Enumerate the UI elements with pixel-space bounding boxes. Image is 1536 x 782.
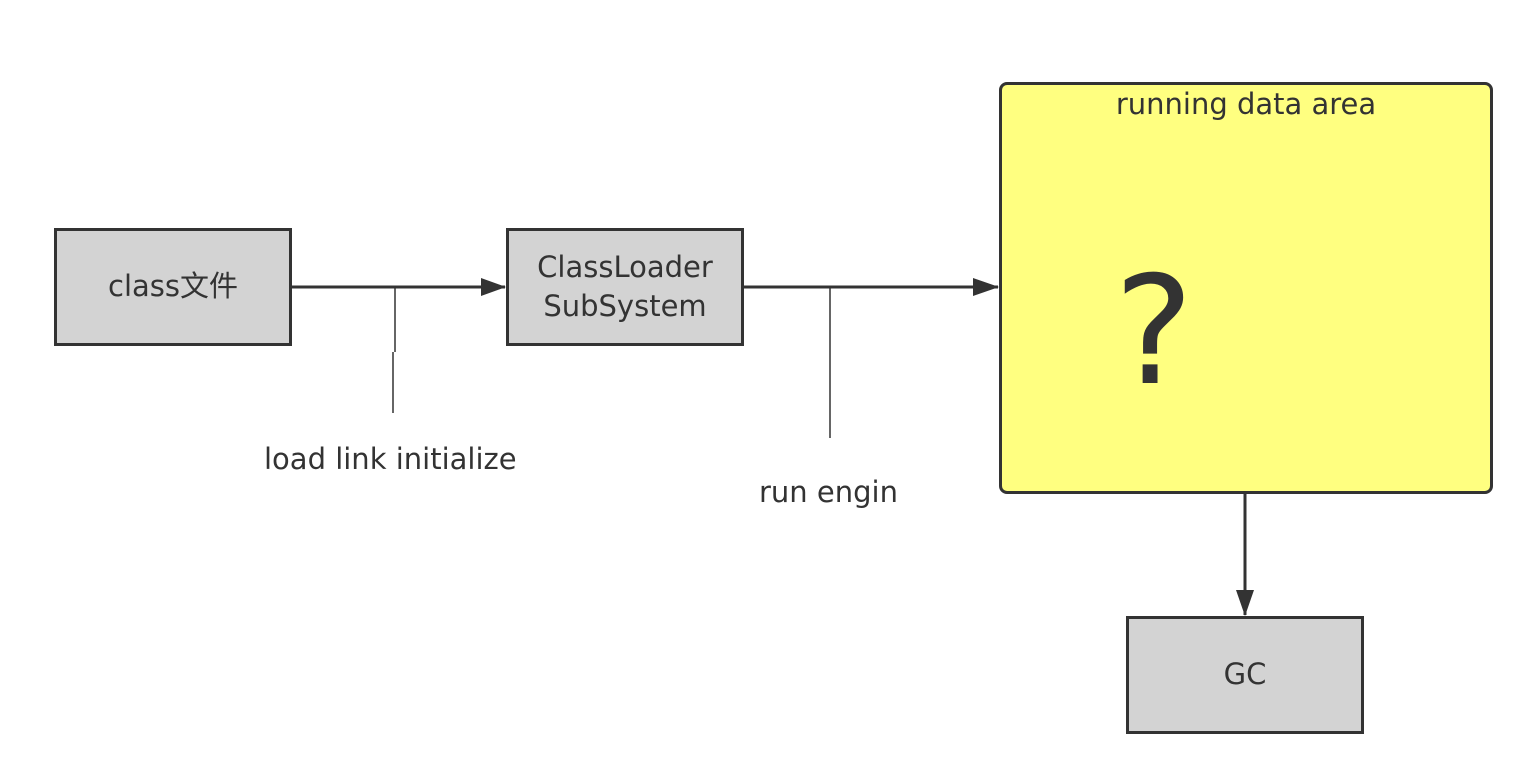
- arrowhead-class-to-loader: [481, 278, 506, 296]
- gc-node: GC: [1126, 616, 1364, 734]
- arrowhead-loader-to-runtime: [973, 278, 999, 296]
- running-data-area-title: running data area: [1115, 87, 1377, 121]
- edge-label-run-engin: run engin: [759, 475, 898, 509]
- classloader-subsystem-node: ClassLoader SubSystem: [506, 228, 744, 346]
- question-mark-placeholder: ?: [1114, 245, 1194, 419]
- classloader-label-line1: ClassLoader: [537, 249, 713, 284]
- classloader-label-line2: SubSystem: [543, 289, 707, 323]
- class-file-label: class文件: [108, 269, 238, 304]
- gc-label: GC: [1223, 657, 1267, 692]
- class-file-node: class文件: [54, 228, 292, 346]
- running-data-area-node: running data area ?: [999, 82, 1493, 494]
- arrowhead-runtime-to-gc: [1236, 590, 1254, 616]
- edge-label-load-link-initialize: load link initialize: [264, 442, 517, 476]
